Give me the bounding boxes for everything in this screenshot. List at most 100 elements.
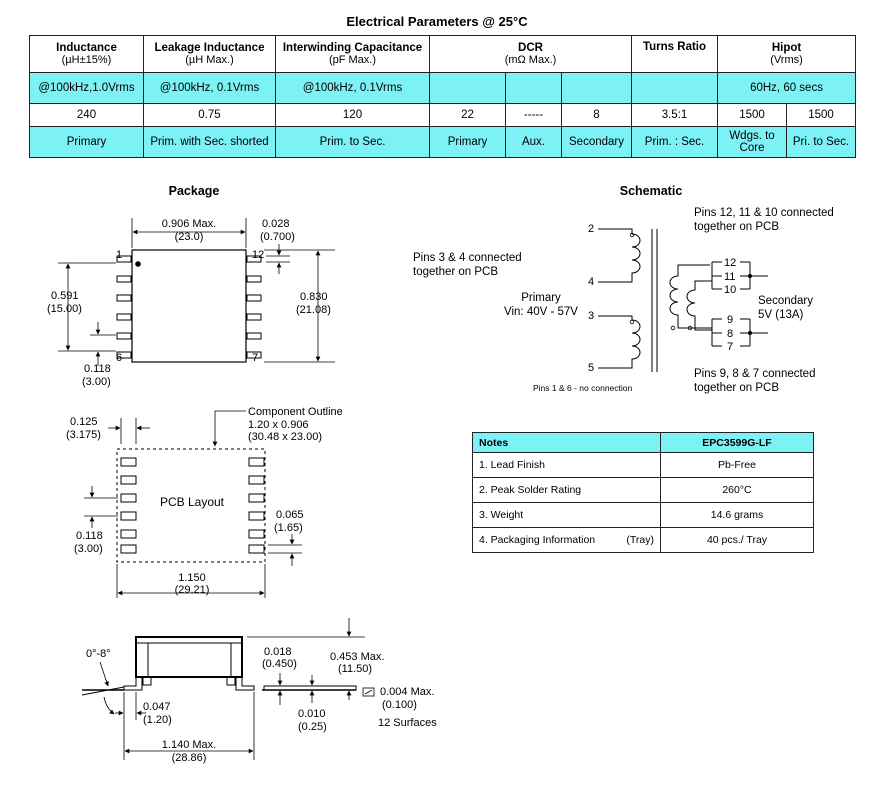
primary-winding-lower bbox=[598, 315, 641, 369]
package-heading: Package bbox=[169, 184, 220, 198]
empty-cell bbox=[429, 72, 506, 104]
outline-label: Component Outline bbox=[248, 406, 343, 418]
condition-cell: @100kHz, 0.1Vrms bbox=[275, 72, 430, 104]
header-dcr: DCR(mΩ Max.) bbox=[428, 35, 633, 73]
schematic-diagram: 2 4 3 5 12 11 10 9 8 7 Pins 12, 11 & 10 … bbox=[413, 207, 834, 394]
dim-width: 0.906 Max. bbox=[162, 218, 216, 230]
dim-pin-w: 0.028 bbox=[262, 218, 290, 230]
pin-label-8: 8 bbox=[727, 328, 733, 340]
value-cell: 0.75 bbox=[143, 103, 276, 127]
dim-height: 0.453 Max. bbox=[330, 651, 384, 663]
notes-table: Notes EPC3599G-LF 1. Lead Finish Pb-Free… bbox=[472, 432, 814, 553]
dim-width-mm: (23.0) bbox=[175, 231, 204, 243]
dim-pad-gap-mm: (3.175) bbox=[66, 429, 101, 441]
note-bottom-line1: Pins 9, 8 & 7 connected bbox=[694, 368, 815, 380]
dim-overall-h: 0.830 bbox=[300, 291, 328, 303]
side-view: 0°-8° 0.047 (1.20) 1.140 Max. (28.86) 0.… bbox=[81, 618, 437, 764]
no-connection-note: Pins 1 & 6 - no connection bbox=[533, 383, 633, 393]
pin-label-12: 12 bbox=[724, 257, 736, 269]
pin-label-2: 2 bbox=[588, 223, 594, 235]
conditions-row: @100kHz,1.0Vrms @100kHz, 0.1Vrms @100kHz… bbox=[29, 72, 857, 104]
electrical-parameters-table: Inductance(µH±15%) Leakage Inductance(µH… bbox=[29, 35, 857, 158]
pcb-layout-label: PCB Layout bbox=[160, 495, 225, 509]
dim-pin-w-mm: (0.700) bbox=[260, 231, 295, 243]
note-top-line2: together on PCB bbox=[694, 221, 779, 233]
notes-header: Notes bbox=[472, 432, 661, 453]
dim-pitch: 0.118 bbox=[84, 363, 111, 375]
pin-label-7: 7 bbox=[727, 341, 733, 353]
primary-winding-upper bbox=[598, 228, 641, 283]
dim-pcb-pitch: 0.118 bbox=[76, 530, 103, 542]
dim-standoff-mm: (0.450) bbox=[262, 658, 297, 670]
description-cell: Prim. : Sec. bbox=[631, 126, 719, 158]
schematic-heading: Schematic bbox=[620, 184, 683, 198]
condition-cell: @100kHz, 0.1Vrms bbox=[143, 72, 276, 104]
pcb-right-pads bbox=[248, 457, 265, 554]
empty-cell bbox=[560, 72, 633, 104]
note-left-line2: together on PCB bbox=[413, 266, 498, 278]
right-pins bbox=[246, 255, 262, 359]
dim-pcb-pitch-mm: (3.00) bbox=[74, 543, 103, 555]
descriptions-row: Primary Prim. with Sec. shorted Prim. to… bbox=[29, 126, 857, 158]
header-turns-ratio: Turns Ratio bbox=[631, 35, 719, 73]
header-row: Inductance(µH±15%) Leakage Inductance(µH… bbox=[29, 35, 857, 73]
secondary-voltage: 5V (13A) bbox=[758, 309, 804, 321]
notes-header-row: Notes EPC3599G-LF bbox=[472, 432, 814, 453]
pin-label-11: 11 bbox=[724, 271, 735, 283]
notes-row: 3. Weight 14.6 grams bbox=[472, 502, 814, 528]
note-left-line1: Pins 3 & 4 connected bbox=[413, 252, 522, 264]
dim-span: 1.150 bbox=[178, 572, 206, 584]
dim-span-mm: (29.21) bbox=[175, 584, 210, 596]
pin-label-9: 9 bbox=[727, 314, 733, 326]
outline-size: 1.20 x 0.906 bbox=[248, 419, 309, 431]
dim-pad-w: 0.065 bbox=[276, 509, 304, 521]
description-cell: Secondary bbox=[560, 126, 633, 158]
condition-cell: 60Hz, 60 secs bbox=[717, 72, 857, 104]
pin-label-10: 10 bbox=[724, 284, 736, 296]
dim-body-h: 0.591 bbox=[51, 290, 79, 302]
description-cell: Prim. to Sec. bbox=[275, 126, 430, 158]
notes-row: 4. Packaging Information(Tray) 40 pcs./ … bbox=[472, 527, 814, 553]
pin1-dot bbox=[135, 261, 141, 267]
description-cell: Pri. to Sec. bbox=[786, 126, 857, 158]
note-value: 260°C bbox=[660, 477, 814, 503]
notes-row: 2. Peak Solder Rating 260°C bbox=[472, 477, 814, 503]
primary-voltage: Vin: 40V - 57V bbox=[504, 306, 578, 318]
pin-label-3: 3 bbox=[588, 310, 594, 322]
package-top-view: 1 6 12 7 0.906 Max. (23.0) 0.028 (0.700)… bbox=[47, 218, 335, 388]
dim-lead-t: 0.010 bbox=[298, 708, 326, 720]
pcb-left-pads bbox=[120, 457, 137, 554]
note-label-with-extra: 4. Packaging Information(Tray) bbox=[472, 527, 661, 553]
secondary-label: Secondary bbox=[758, 295, 813, 307]
side-body bbox=[135, 636, 243, 678]
note-label: 1. Lead Finish bbox=[472, 452, 661, 478]
dim-pitch-mm: (3.00) bbox=[82, 376, 111, 388]
outline-size-mm: (30.48 x 23.00) bbox=[248, 431, 322, 443]
pin1-label: 1 bbox=[116, 249, 122, 261]
surfaces-label: 12 Surfaces bbox=[378, 717, 437, 729]
dim-angle: 0°-8° bbox=[86, 648, 111, 660]
package-body bbox=[131, 249, 247, 363]
dim-standoff: 0.018 bbox=[264, 646, 292, 658]
note-top-line1: Pins 12, 11 & 10 connected bbox=[694, 207, 834, 219]
dim-coplanarity: 0.004 Max. bbox=[380, 686, 434, 698]
dim-height-mm: (11.50) bbox=[338, 663, 372, 675]
description-cell: Primary bbox=[29, 126, 144, 158]
note-extra: (Tray) bbox=[626, 534, 654, 546]
pin12-label: 12 bbox=[252, 249, 264, 261]
note-label: 2. Peak Solder Rating bbox=[472, 477, 661, 503]
dim-overall-h-mm: (21.08) bbox=[296, 304, 331, 316]
condition-cell: @100kHz,1.0Vrms bbox=[29, 72, 144, 104]
description-cell: Aux. bbox=[505, 126, 562, 158]
notes-row: 1. Lead Finish Pb-Free bbox=[472, 452, 814, 478]
secondary-winding-2 bbox=[686, 280, 712, 331]
secondary-winding-1 bbox=[669, 264, 712, 329]
description-cell: Prim. with Sec. shorted bbox=[143, 126, 276, 158]
primary-label: Primary bbox=[521, 292, 561, 304]
note-value: 40 pcs./ Tray bbox=[660, 527, 814, 553]
flatness-symbol bbox=[362, 687, 375, 697]
value-cell: 240 bbox=[29, 103, 144, 127]
dim-lead-t-mm: (0.25) bbox=[298, 721, 327, 733]
dim-foot: 0.047 bbox=[143, 701, 171, 713]
